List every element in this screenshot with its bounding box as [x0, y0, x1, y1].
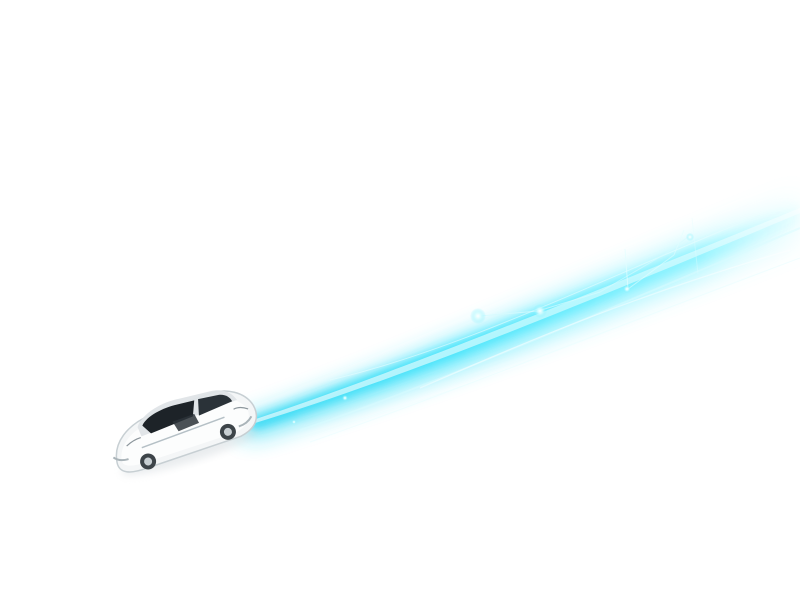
car-icon	[112, 390, 258, 475]
network-node-icon	[291, 217, 699, 425]
speed-trail-icon	[235, 193, 800, 443]
